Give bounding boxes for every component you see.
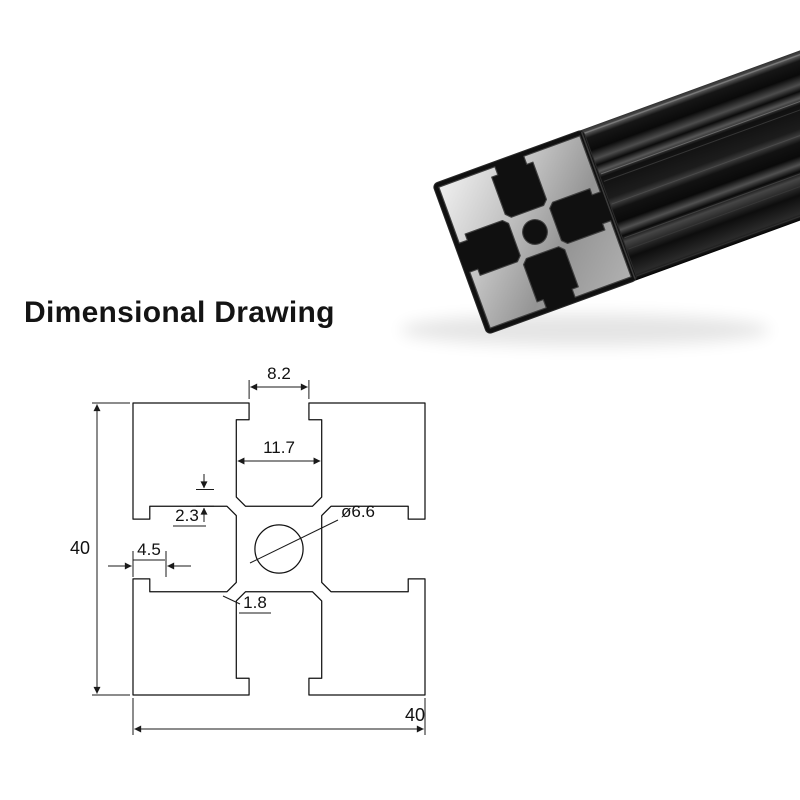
- dim-width-label: 40: [405, 705, 425, 725]
- dim-rib-thickness-label: 1.8: [243, 593, 267, 612]
- dimensional-drawing: 8.2 11.7 2.3 ø6.6: [70, 364, 425, 735]
- dim-cavity-width-label: 11.7: [263, 438, 295, 457]
- dim-slot-width: 8.2: [248, 364, 310, 399]
- dim-slot-width-label: 8.2: [267, 364, 291, 383]
- photo-shadow: [400, 314, 770, 346]
- dim-hole-dia: ø6.6: [249, 502, 375, 564]
- dim-slot-depth-label: 4.5: [137, 540, 161, 559]
- product-photo: [433, 0, 800, 334]
- page-title: Dimensional Drawing: [24, 296, 335, 329]
- extrusion-body: [545, 0, 800, 294]
- dim-hole-dia-label: ø6.6: [341, 502, 375, 521]
- dim-lip-step-label: 2.3: [175, 506, 199, 525]
- dim-rib-thickness: 1.8: [222, 593, 271, 614]
- dim-cavity-width: 11.7: [237, 438, 321, 465]
- dim-width: 40: [132, 698, 426, 735]
- extrusion-groove-highlights: [567, 0, 800, 283]
- dim-height-label: 40: [70, 538, 90, 558]
- dim-slot-depth: 4.5: [108, 540, 191, 577]
- end-face-edge-highlight: [580, 131, 636, 279]
- dim-lip-step: 2.3: [173, 474, 214, 527]
- dim-height: 40: [70, 402, 130, 696]
